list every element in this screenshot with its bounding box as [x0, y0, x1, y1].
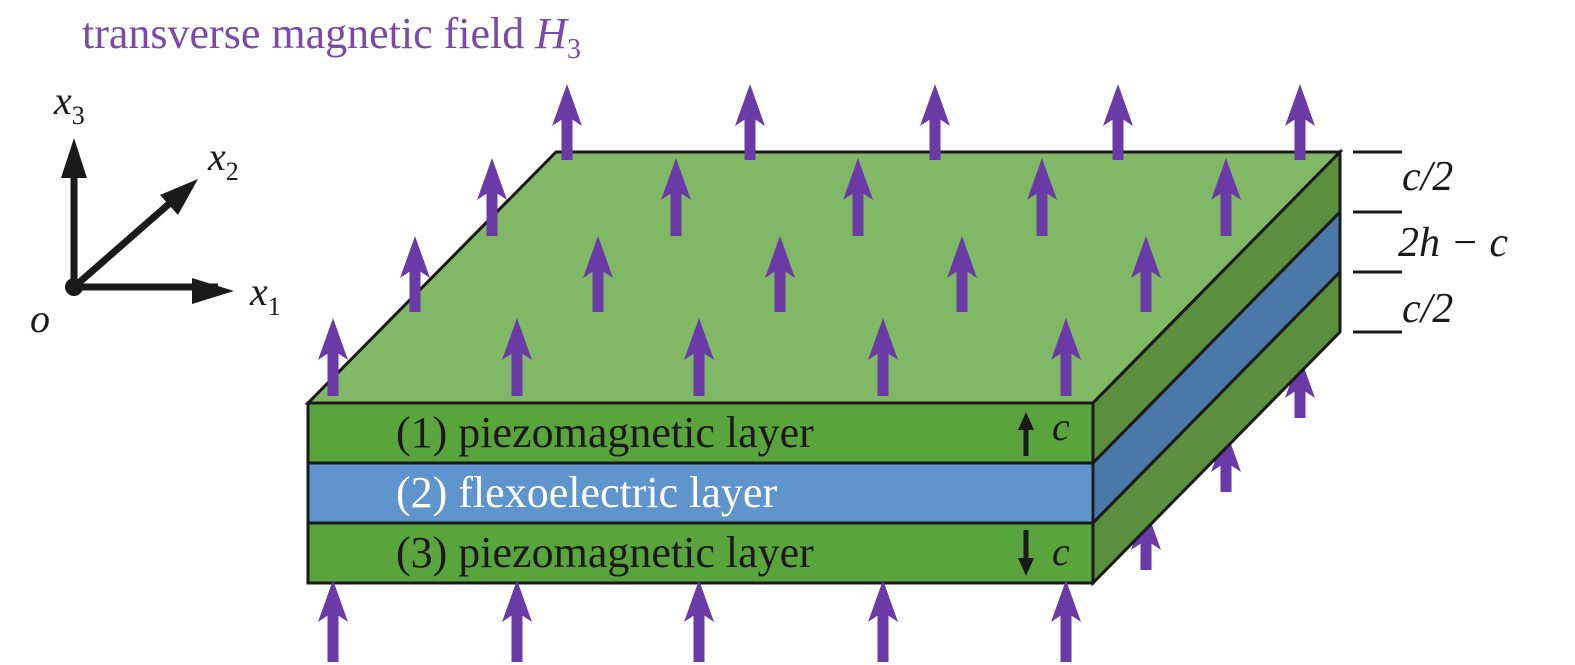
front-face-layer-3: [306, 521, 1095, 585]
origin-label: o: [30, 296, 50, 341]
field-arrow-top-2-4: [1131, 236, 1161, 312]
x1-label: x1: [249, 269, 281, 321]
field-arrow-bottom-4: [1051, 580, 1081, 662]
field-arrow-top-3-4: [1051, 318, 1081, 396]
polarization-up-arrow: [1018, 412, 1034, 456]
field-arrow-top-3-0: [318, 318, 348, 396]
field-arrow-top-0-3: [1103, 84, 1133, 160]
figure-title: transverse magnetic field H3: [82, 9, 581, 65]
thickness-bottom-label: c/2: [1402, 286, 1453, 332]
field-arrows-front: [318, 84, 1315, 662]
field-arrow-top-0-1: [735, 84, 765, 160]
field-arrow-top-2-2: [765, 236, 795, 312]
field-arrow-bottom-1: [502, 580, 532, 662]
field-arrow-bottom-0: [318, 580, 348, 662]
field-arrow-behind-0: [1285, 356, 1315, 418]
origin-dot: [65, 278, 83, 296]
field-arrow-top-2-3: [947, 236, 977, 312]
field-arrow-top-1-2: [843, 158, 873, 236]
field-arrow-top-0-0: [552, 84, 582, 160]
field-arrow-top-3-2: [684, 318, 714, 396]
field-arrow-top-0-2: [920, 84, 950, 160]
x2-axis-line: [71, 193, 181, 290]
x3-label: x3: [53, 78, 85, 130]
polarization-down-arrow: [1018, 530, 1034, 576]
thickness-top-label: c/2: [1402, 154, 1453, 200]
field-arrow-top-2-1: [583, 236, 613, 312]
field-arrow-top-0-4: [1285, 84, 1315, 160]
x1-arrowhead: [192, 278, 234, 304]
layer-3-label: (3) piezomagnetic layer: [396, 528, 814, 577]
layer-1-label: (1) piezomagnetic layer: [396, 408, 814, 457]
front-face-layer-1: [306, 401, 1095, 465]
field-arrow-top-1-3: [1027, 158, 1057, 236]
front-face-layer-2: [306, 461, 1095, 525]
field-arrow-top-2-0: [400, 236, 430, 312]
x2-arrowhead: [160, 179, 198, 215]
field-arrow-behind-1: [1211, 430, 1241, 492]
coordinate-axes: x3 x2 x1 o: [30, 78, 281, 341]
field-arrow-bottom-3: [868, 580, 898, 662]
field-arrow-top-1-0: [477, 158, 507, 236]
field-arrow-top-3-1: [502, 318, 532, 396]
laminate-slab: (1) piezomagnetic layer (2) flexoelectri…: [304, 148, 1344, 587]
thickness-middle-label: 2h − c: [1398, 220, 1508, 266]
field-arrow-top-1-1: [661, 158, 691, 236]
thickness-annotations: c/2 2h − c c/2: [1353, 150, 1508, 334]
polarization-top-label: c: [1052, 404, 1070, 449]
polarization-bottom-label: c: [1052, 529, 1070, 574]
x3-arrowhead: [61, 138, 87, 178]
layer-2-label: (2) flexoelectric layer: [396, 468, 777, 517]
field-arrow-top-3-3: [868, 318, 898, 396]
field-arrow-bottom-2: [684, 580, 714, 662]
field-arrow-top-1-4: [1211, 158, 1241, 236]
x2-label: x2: [207, 134, 239, 186]
